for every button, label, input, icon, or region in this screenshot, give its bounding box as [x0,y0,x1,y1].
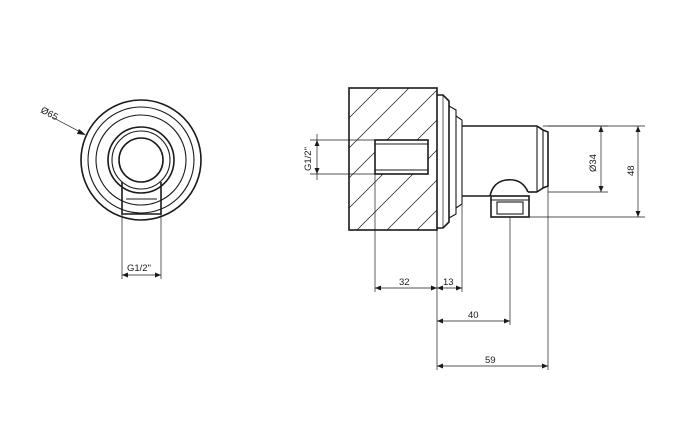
dim-13: 13 [437,277,462,291]
outlet-nozzle [121,182,162,215]
wall-flange [437,94,463,229]
outer-ring [80,99,202,221]
knurled-ring-outer [107,126,175,194]
wall-hatching [349,88,437,230]
dim-59-label: 59 [485,355,496,366]
dim-40-label: 40 [468,310,479,321]
arrow-head [77,129,86,135]
second-ring [87,106,195,214]
dim-32-label: 32 [399,277,410,288]
front-thread-label: G1/2" [127,263,151,274]
outlet-nut [490,195,530,218]
wall-section [348,87,438,231]
front-diameter-label: Ø65 [39,105,60,123]
front-view: Ø65 G1/2" [39,99,202,279]
dim-13-label: 13 [443,277,454,288]
side-diameter-label: Ø34 [588,154,599,172]
side-view: G1/2" Ø34 48 [303,87,645,370]
threaded-pipe [374,139,429,175]
elbow-body [462,125,549,197]
side-diameter-dimension: Ø34 [548,125,608,193]
knurled-ring-inner [111,130,171,190]
dim-40: 40 [437,310,510,324]
front-diameter-dimension: Ø65 [39,105,86,135]
side-height-label: 48 [626,165,637,176]
side-thread-dimension: G1/2" [303,134,375,180]
dim-59: 59 [437,355,548,369]
dim-32: 32 [375,277,437,291]
inner-bore [118,137,164,183]
wall-outline [348,87,438,231]
side-thread-label: G1/2" [303,147,314,171]
side-height-dimension: 48 [529,125,645,218]
front-thread-dimension: G1/2" [121,214,162,279]
third-ring [95,114,187,206]
